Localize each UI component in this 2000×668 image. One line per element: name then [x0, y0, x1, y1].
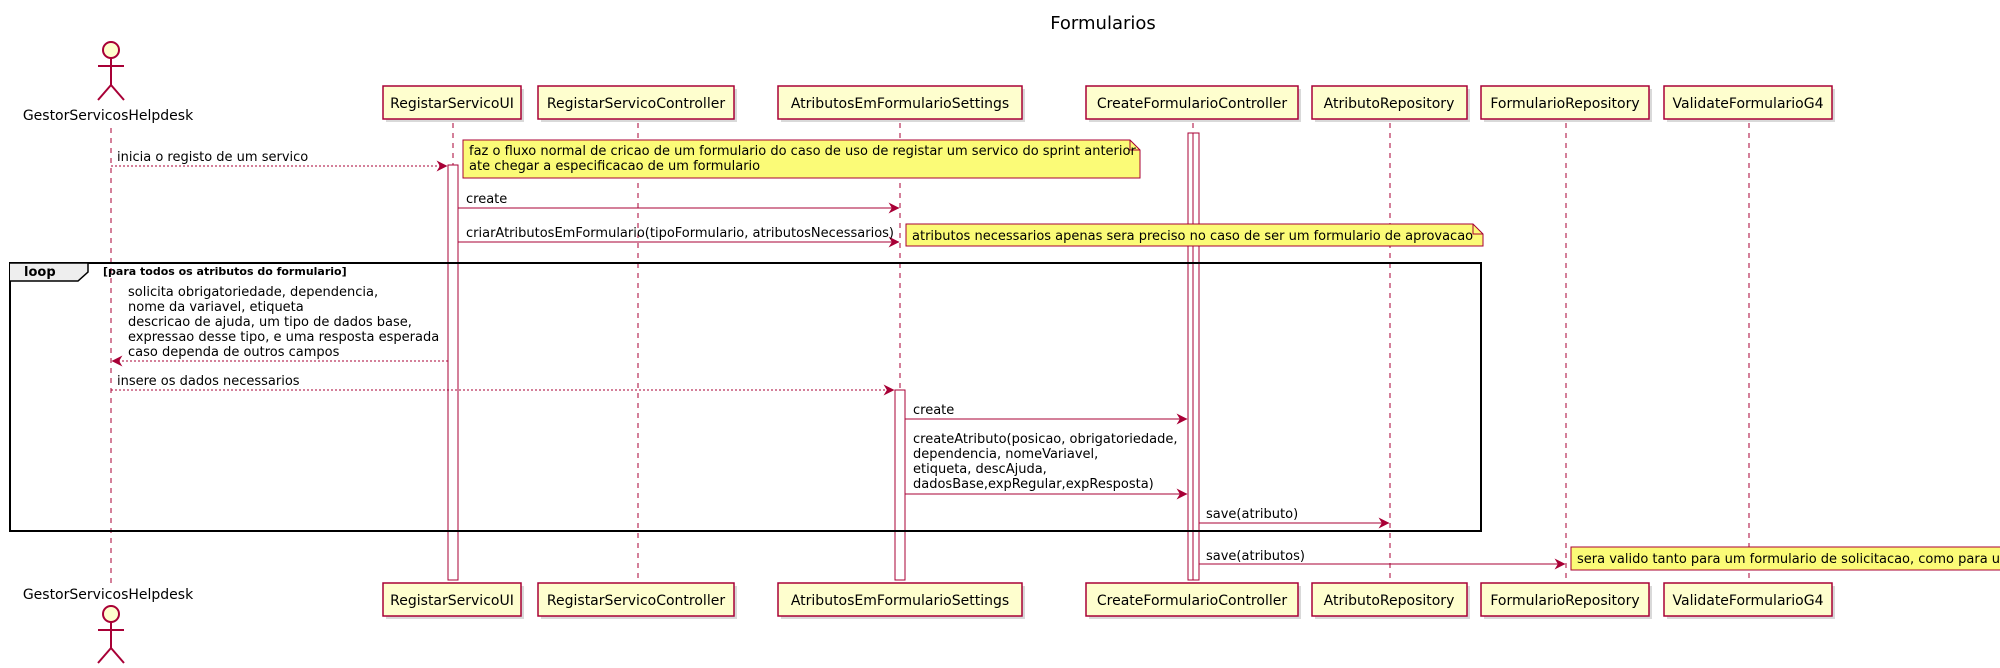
- actor-bottom-head: [102, 605, 120, 623]
- note-3-text: sera valido tanto para um formulario de …: [1577, 552, 2000, 567]
- note-3-shape: [1570, 546, 2000, 571]
- note-1-text: faz o fluxo normal de cricao de um formu…: [469, 144, 1140, 174]
- notes: faz o fluxo normal de cricao de um formu…: [462, 139, 2000, 571]
- loop-frame: loop [para todos os atributos do formula…: [9, 262, 1482, 532]
- message-label-5: insere os dados necessarios: [117, 374, 300, 389]
- participant-top-registarservicoui: [382, 85, 522, 120]
- participant-top-label-1: RegistarServicoUI: [390, 96, 514, 112]
- participant-top-registarservicocontroller: [537, 85, 735, 120]
- participant-bottom-createformulariocontroller: [1085, 582, 1299, 617]
- diagram-title: Formularios: [1050, 13, 1156, 34]
- participant-top-label-4: CreateFormularioController: [1097, 96, 1287, 112]
- actor-top: [97, 41, 125, 101]
- message-label-1: inicia o registo de um servico: [117, 150, 308, 165]
- activation-ui: [447, 164, 459, 581]
- message-label-7-line-2: dependencia, nomeVariavel,: [913, 447, 1098, 462]
- message-label-4-line-3: descricao de ajuda, um tipo de dados bas…: [128, 315, 412, 330]
- note-1-shape: [462, 139, 1141, 179]
- participant-top-validateformulariog4: [1663, 85, 1833, 120]
- actor-top-head: [102, 41, 120, 59]
- lifelines: [110, 123, 1750, 585]
- participants-bottom: RegistarServicoUI RegistarServicoControl…: [382, 582, 1835, 619]
- participant-top-createformulariocontroller: [1085, 85, 1299, 120]
- participant-bottom-atributorepository: [1311, 582, 1468, 617]
- participant-top-label-5: AtributoRepository: [1324, 96, 1455, 112]
- participant-bottom-label-1: RegistarServicoUI: [390, 593, 514, 609]
- loop-condition: [para todos os atributos do formulario]: [103, 265, 347, 278]
- message-label-9: save(atributos): [1206, 549, 1305, 564]
- participant-top-atributosemformulariosettings: [777, 85, 1023, 120]
- participant-top-formulariorepository: [1480, 85, 1650, 120]
- message-label-7: createAtributo(posicao, obrigatoriedade,…: [913, 432, 1182, 492]
- activation-bars: [447, 132, 1200, 581]
- participant-bottom-validateformulariog4: [1663, 582, 1833, 617]
- message-label-7-line-4: dadosBase,expRegular,expResposta): [913, 477, 1154, 492]
- participant-top-label-2: RegistarServicoController: [547, 96, 725, 112]
- participant-top-label-6: FormularioRepository: [1490, 96, 1639, 112]
- message-label-2: create: [466, 192, 507, 207]
- participant-bottom-formulariorepository: [1480, 582, 1650, 617]
- activation-settings: [894, 389, 906, 581]
- participant-bottom-label-6: FormularioRepository: [1490, 593, 1639, 609]
- participants-top: RegistarServicoUI RegistarServicoControl…: [382, 85, 1835, 122]
- message-label-4-line-5: caso dependa de outros campos: [128, 345, 340, 360]
- participant-bottom-atributosemformulariosettings: [777, 582, 1023, 617]
- participant-bottom-registarservicoui: [382, 582, 522, 617]
- message-label-4-line-1: solicita obrigatoriedade, dependencia,: [128, 285, 378, 300]
- participant-bottom-registarservicocontroller: [537, 582, 735, 617]
- note-1-line-2: ate chegar a especificacao de um formula…: [469, 159, 760, 174]
- note-2-shape: [905, 223, 1484, 247]
- message-label-4-line-2: nome da variavel, etiqueta: [128, 300, 304, 315]
- note-2-text: atributos necessarios apenas sera precis…: [912, 229, 1473, 244]
- actor-bottom-label: GestorServicosHelpdesk: [23, 587, 194, 603]
- message-label-7-line-3: etiqueta, descAjuda,: [913, 462, 1047, 477]
- participant-top-label-7: ValidateFormularioG4: [1673, 96, 1824, 112]
- participant-bottom-label-3: AtributosEmFormularioSettings: [791, 593, 1009, 609]
- message-label-6: create: [913, 403, 954, 418]
- participant-top-atributorepository: [1311, 85, 1468, 120]
- message-label-3: criarAtributosEmFormulario(tipoFormulari…: [466, 226, 894, 241]
- participant-bottom-label-2: RegistarServicoController: [547, 593, 725, 609]
- participant-top-label-3: AtributosEmFormularioSettings: [791, 96, 1009, 112]
- actor-top-label: GestorServicosHelpdesk: [23, 108, 194, 124]
- activation-controller-2: [1192, 132, 1200, 581]
- message-label-8: save(atributo): [1206, 507, 1298, 522]
- participant-bottom-label-7: ValidateFormularioG4: [1673, 593, 1824, 609]
- participant-bottom-label-5: AtributoRepository: [1324, 593, 1455, 609]
- message-label-4: solicita obrigatoriedade, dependencia, n…: [128, 285, 443, 360]
- actor-bottom: [97, 605, 125, 664]
- message-label-4-line-4: expressao desse tipo, e uma resposta esp…: [128, 330, 439, 345]
- messages: inicia o registo de um servico create cr…: [111, 150, 1566, 570]
- note-1-line-1: faz o fluxo normal de cricao de um formu…: [469, 144, 1136, 159]
- participant-bottom-label-4: CreateFormularioController: [1097, 593, 1287, 609]
- loop-keyword: loop: [24, 265, 56, 280]
- message-label-7-line-1: createAtributo(posicao, obrigatoriedade,: [913, 432, 1178, 447]
